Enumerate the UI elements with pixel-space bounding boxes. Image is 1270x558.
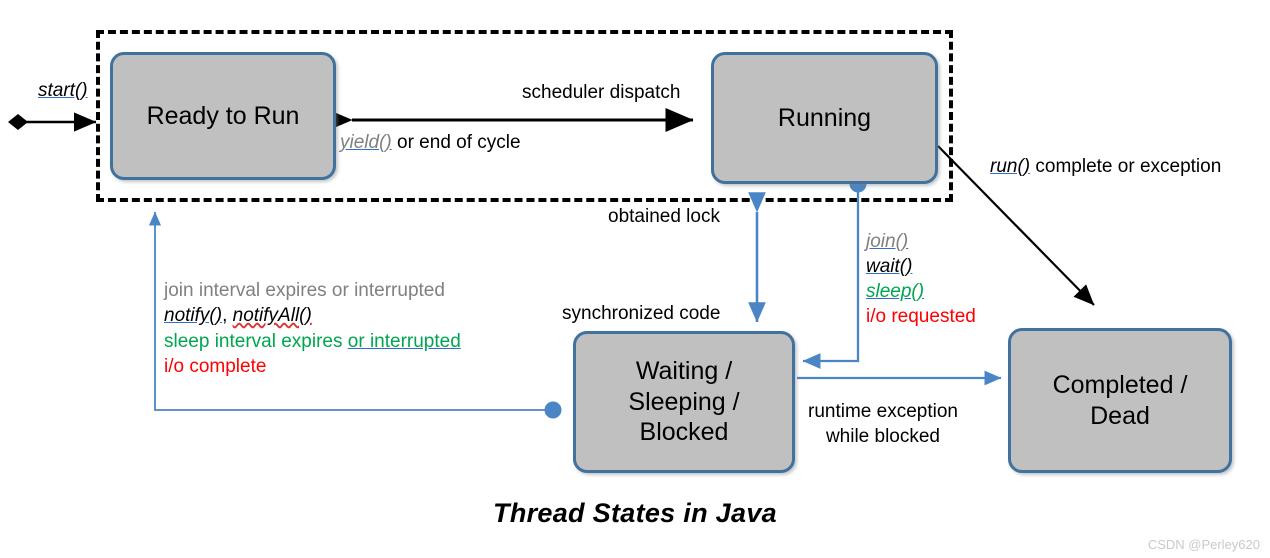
label-unblock-cause-interrupted: or interrupted xyxy=(347,330,461,352)
label-start-code: start() xyxy=(38,80,88,101)
watermark: CSDN @Perley620 xyxy=(1147,537,1260,552)
label-run-complete-code: run() xyxy=(990,156,1031,177)
state-running[interactable]: Running xyxy=(711,52,938,184)
label-block-cause-sleep: sleep() xyxy=(866,281,925,303)
label-run-complete-rest: complete or exception xyxy=(1030,156,1222,177)
state-ready-to-run-label: Ready to Run xyxy=(146,101,300,130)
state-completed-label-line-2: Dead xyxy=(1090,401,1150,430)
label-yield-rest: or end of cycle xyxy=(391,132,521,153)
label-unblock-cause-notifyall-code: notifyAll() xyxy=(232,305,312,327)
state-waiting-label-line-3: Blocked xyxy=(639,418,729,447)
label-run-complete: run() complete or exception xyxy=(990,155,1221,179)
state-completed-dead[interactable]: Completed / Dead xyxy=(1008,328,1232,473)
label-runtime-exception-line-2: while blocked xyxy=(825,425,941,447)
label-unblock-cause-join: join interval expires or interrupted xyxy=(164,280,445,301)
label-block-causes: join() wait() sleep() i/o requested xyxy=(866,229,976,329)
label-unblock-causes: join interval expires or interrupted not… xyxy=(164,278,461,379)
label-start: start() xyxy=(38,79,88,103)
label-unblock-cause-separator: , xyxy=(222,305,233,327)
state-waiting-sleeping-blocked[interactable]: Waiting / Sleeping / Blocked xyxy=(573,331,795,473)
label-unblock-cause-notify: notify(), notifyAll() xyxy=(164,303,461,328)
state-ready-to-run[interactable]: Ready to Run xyxy=(110,52,336,180)
state-waiting-label-line-1: Waiting / xyxy=(635,357,733,386)
diagram-title: Thread States in Java xyxy=(493,498,777,528)
transition-block-arrow xyxy=(802,175,867,369)
label-runtime-exception: runtime exception while blocked xyxy=(808,400,958,449)
label-unblock-cause-sleep: sleep interval expires or interrupted xyxy=(164,329,461,354)
state-completed-label-line-1: Completed / xyxy=(1052,371,1188,399)
label-yield-code: yield() xyxy=(340,132,392,153)
state-running-label: Running xyxy=(777,103,872,132)
label-scheduler-dispatch: scheduler dispatch xyxy=(522,82,681,103)
transition-start-arrow xyxy=(8,112,97,132)
label-yield: yield() or end of cycle xyxy=(340,131,521,155)
runnable-group-boundary xyxy=(96,30,953,202)
state-waiting-label-line-2: Sleeping / xyxy=(628,387,740,416)
label-runtime-exception-line-1: runtime exception xyxy=(808,401,958,422)
label-block-cause-io: i/o requested xyxy=(866,306,976,328)
label-unblock-cause-sleep-text: sleep interval expires xyxy=(164,330,348,352)
label-unblock-cause-notify-code: notify() xyxy=(164,305,223,327)
label-obtained-lock: obtained lock xyxy=(608,206,720,227)
label-unblock-cause-io: i/o complete xyxy=(164,355,267,377)
label-synchronized-code: synchronized code xyxy=(562,303,721,324)
label-block-cause-join: join() xyxy=(866,231,909,252)
label-block-cause-wait: wait() xyxy=(866,256,913,278)
